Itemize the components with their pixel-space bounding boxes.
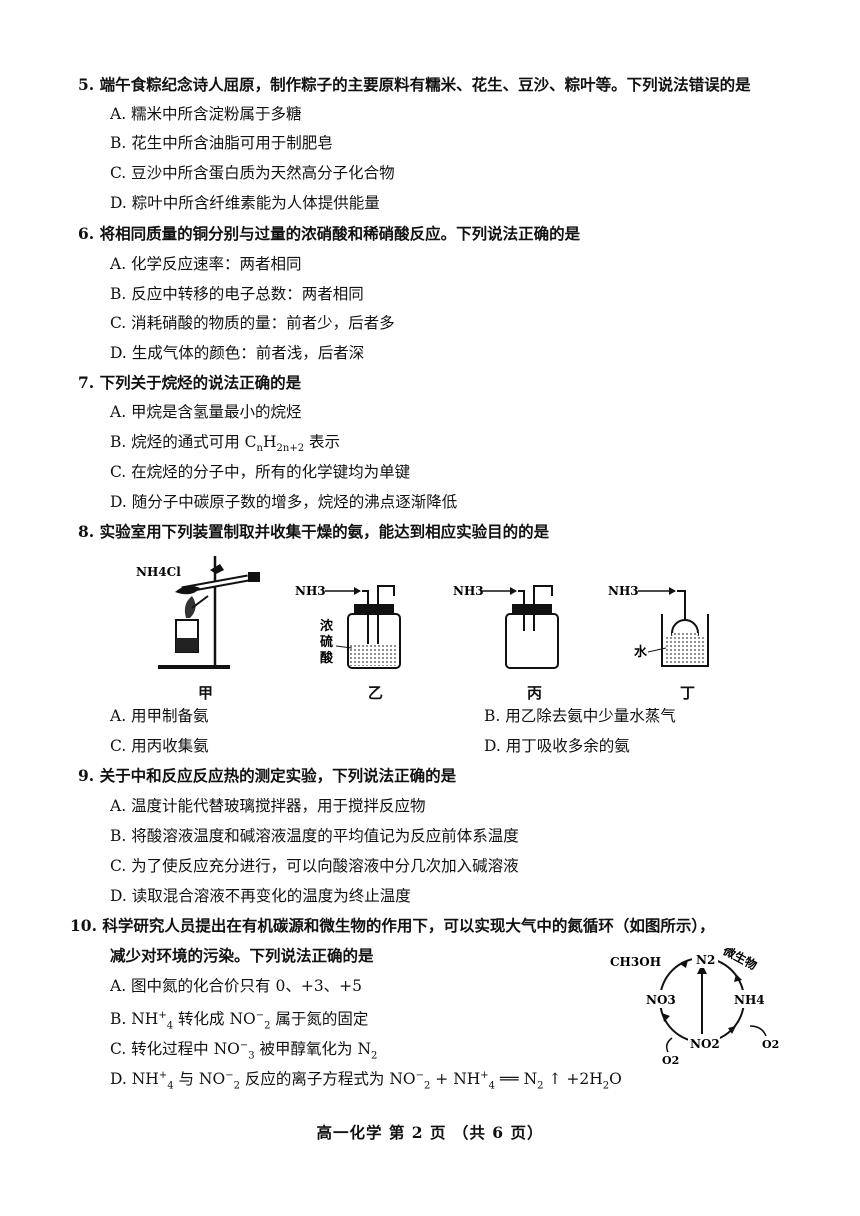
q10-d-1: D. NH	[110, 1070, 159, 1089]
apparatus-jia: NH4Cl	[136, 556, 260, 669]
q10-d-2: 与 NO	[173, 1070, 226, 1089]
q10-d-7: O	[609, 1070, 622, 1089]
q5-stem: 5. 端午食粽纪念诗人屈原，制作粽子的主要原料有糯米、花生、豆沙、粽叶等。下列说…	[78, 75, 751, 94]
q7-option-b: B. 烷烃的通式可用 CnH2n+2 表示	[110, 432, 340, 459]
q5-option-a: A. 糯米中所含淀粉属于多糖	[110, 105, 302, 123]
q10-option-b: B. NH+4 转化成 NO−2 属于氮的固定	[110, 1010, 369, 1032]
q10-c-2: 被甲醇氧化为 N	[254, 1040, 372, 1059]
q6-stem: 6. 将相同质量的铜分别与过量的浓硝酸和稀硝酸反应。下列说法正确的是	[78, 224, 581, 243]
q8-stem: 8. 实验室用下列装置制取并收集干燥的氨，能达到相应实验目的的是	[78, 522, 550, 541]
nh4cl-label: NH4Cl	[136, 565, 181, 579]
q10-d-3: 反应的离子方程式为 NO	[239, 1070, 416, 1089]
q7-option-d: D. 随分子中碳原子数的增多，烷烃的沸点逐渐降低	[110, 493, 458, 511]
q10-b-3: 属于氮的固定	[270, 1010, 369, 1029]
nh3-label-yi: NH3	[295, 584, 326, 598]
no2-label: NO2	[690, 1037, 720, 1051]
q10-d-5: ══ N	[495, 1070, 538, 1089]
q9-option-c: C. 为了使反应充分进行，可以向酸溶液中分几次加入碱溶液	[110, 857, 519, 875]
q8-option-b: B. 用乙除去氨中少量水蒸气	[484, 707, 676, 725]
q7-b-h: H	[263, 433, 277, 451]
q10-d-6: ↑ +2H	[543, 1070, 603, 1089]
water-label: 水	[634, 644, 648, 660]
caption-jia: 甲	[198, 684, 214, 702]
apparatus-yi: NH3 浓 硫 酸	[295, 584, 401, 669]
q10-option-a: A. 图中氮的化合价只有 0、+3、+5	[110, 977, 363, 995]
q9-option-d: D. 读取混合溶液不再变化的温度为终止温度	[110, 887, 411, 905]
q6-option-d: D. 生成气体的颜色：前者浅，后者深	[110, 344, 365, 362]
q7-b-post: 表示	[304, 433, 341, 451]
q10-c-1: C. 转化过程中 NO	[110, 1040, 240, 1059]
q5-option-c: C. 豆沙中所含蛋白质为天然高分子化合物	[110, 164, 395, 182]
caption-bing: 丙	[527, 684, 543, 702]
no3-label: NO3	[646, 993, 676, 1007]
q7-b-sub-n: n	[256, 443, 263, 455]
acid-label-2: 硫	[320, 634, 333, 650]
q8-option-d: D. 用丁吸收多余的氨	[484, 737, 630, 755]
q10-stem-2: 减少对环境的污染。下列说法正确的是	[110, 946, 374, 965]
ch3oh-label: CH3OH	[610, 955, 661, 969]
acid-label-3: 酸	[320, 650, 334, 666]
q9-option-a: A. 温度计能代替玻璃搅拌器，用于搅拌反应物	[110, 797, 426, 815]
q10-d-4: + NH	[430, 1070, 481, 1089]
nitrogen-cycle-diagram: N2 CH3OH 微生物 NO3 NH4 NO2 O2 O2	[610, 948, 779, 1067]
q6-option-c: C. 消耗硝酸的物质的量：前者少，后者多	[110, 314, 395, 332]
apparatus-ding: NH3 水	[608, 584, 709, 667]
q10-option-d: D. NH+4 与 NO−2 反应的离子方程式为 NO−2 + NH+4 ══ …	[110, 1070, 622, 1092]
q8-option-c: C. 用丙收集氨	[110, 737, 209, 755]
o2-label-left: O2	[662, 1054, 679, 1067]
q7-option-c: C. 在烷烃的分子中，所有的化学键均为单键	[110, 463, 411, 481]
q7-b-text: B. 烷烃的通式可用 C	[110, 433, 257, 451]
nh4-label: NH4	[734, 993, 765, 1007]
nh3-label-bing: NH3	[453, 584, 484, 598]
q10-stem-1: 10. 科学研究人员提出在有机碳源和微生物的作用下，可以实现大气中的氮循环（如图…	[70, 916, 715, 935]
q10-b-2: 转化成 NO	[173, 1010, 256, 1029]
q7-b-sub: 2n+2	[276, 443, 305, 455]
q8-apparatus-figure: NH4Cl NH3 浓 硫 酸	[136, 556, 709, 669]
n2-label: N2	[696, 953, 715, 967]
q8-option-a: A. 用甲制备氨	[110, 707, 209, 725]
microbe-label: 微生物	[720, 948, 760, 973]
q7-option-a: A. 甲烷是含氢量最小的烷烃	[110, 403, 302, 421]
caption-yi: 乙	[368, 684, 384, 702]
q10-b-1: B. NH	[110, 1010, 159, 1029]
q5-option-d: D. 粽叶中所含纤维素能为人体提供能量	[110, 194, 380, 212]
nh3-label-ding: NH3	[608, 584, 639, 598]
q6-option-b: B. 反应中转移的电子总数：两者相同	[110, 285, 364, 303]
q10-option-c: C. 转化过程中 NO−3 被甲醇氧化为 N2	[110, 1040, 378, 1062]
acid-label-1: 浓	[320, 618, 334, 634]
q9-option-b: B. 将酸溶液温度和碱溶液温度的平均值记为反应前体系温度	[110, 827, 519, 845]
page-footer: 高一化学 第 2 页 （共 6 页）	[316, 1123, 544, 1142]
apparatus-bing: NH3	[453, 584, 559, 669]
o2-label-right: O2	[762, 1038, 779, 1051]
caption-ding: 丁	[680, 684, 696, 702]
q6-option-a: A. 化学反应速率：两者相同	[110, 255, 302, 273]
q9-stem: 9. 关于中和反应反应热的测定实验，下列说法正确的是	[78, 766, 457, 785]
q5-option-b: B. 花生中所含油脂可用于制肥皂	[110, 134, 333, 152]
q7-stem: 7. 下列关于烷烃的说法正确的是	[78, 373, 302, 392]
